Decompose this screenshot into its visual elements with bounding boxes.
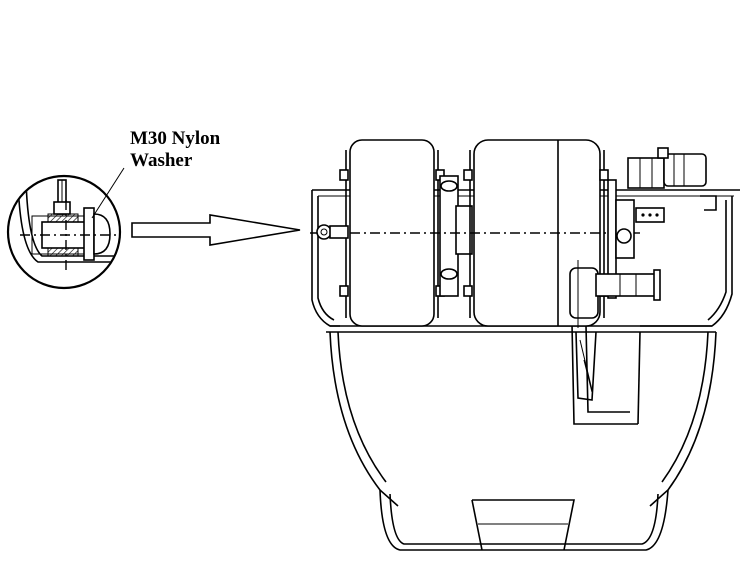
- detail-view: [6, 167, 125, 290]
- callout-line-1: M30 Nylon: [130, 128, 221, 149]
- callout-line-2: Washer: [130, 150, 193, 171]
- callout-leader: [91, 167, 125, 219]
- callout-label: M30 Nylon Washer: [130, 128, 220, 172]
- outlet-pipe: [569, 260, 661, 328]
- nylon-washer: [47, 213, 79, 223]
- pointer-arrow: [131, 214, 301, 246]
- bolt-location: [316, 224, 332, 240]
- tank-assembly: [310, 139, 740, 551]
- detail-circle: [6, 174, 122, 290]
- motor-assembly: [607, 147, 717, 299]
